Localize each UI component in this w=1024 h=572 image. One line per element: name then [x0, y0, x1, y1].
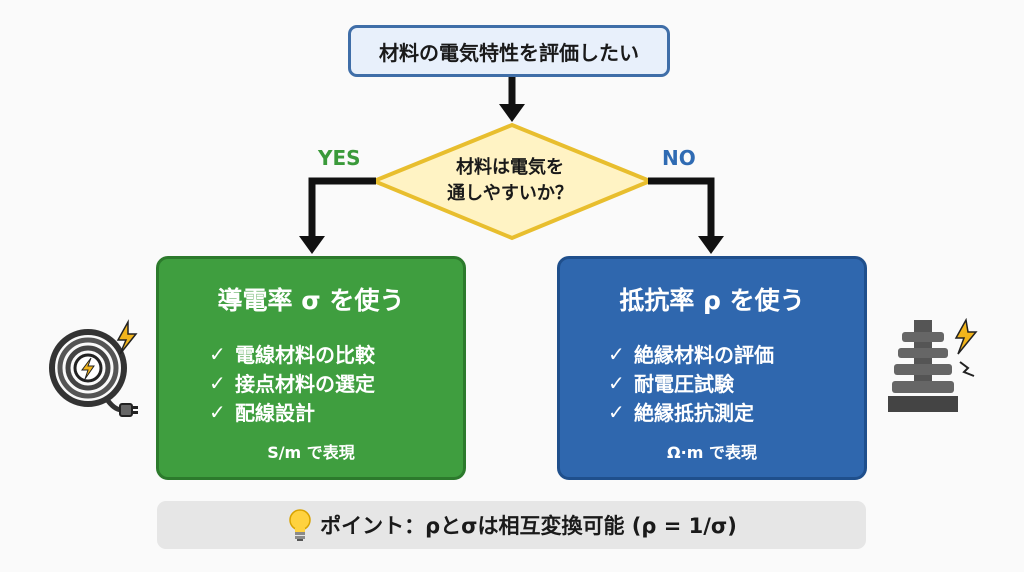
- list-item-label: 配線設計: [235, 401, 315, 425]
- resistivity-card: 抵抗率 ρ を使う ✓ 絶縁材料の評価 ✓ 耐電圧試験 ✓ 絶縁抵抗測定 Ω·m…: [557, 256, 867, 480]
- conductivity-title: 導電率 σ を使う: [217, 286, 405, 315]
- decision-diamond: [368, 122, 656, 241]
- conductivity-list: ✓ 電線材料の比較 ✓ 接点材料の選定 ✓ 配線設計: [209, 339, 375, 426]
- start-label: 材料の電気特性を評価したい: [379, 40, 639, 65]
- list-item: ✓ 配線設計: [209, 397, 375, 426]
- list-item-label: 接点材料の選定: [235, 372, 375, 396]
- check-icon: ✓: [608, 341, 625, 366]
- check-icon: ✓: [209, 341, 226, 366]
- no-label: NO: [662, 146, 696, 170]
- list-item-label: 電線材料の比較: [235, 343, 375, 367]
- list-item-label: 耐電圧試験: [634, 372, 734, 396]
- list-item: ✓ 絶縁材料の評価: [608, 339, 774, 368]
- arrow-no-branch: [648, 177, 715, 240]
- check-icon: ✓: [209, 370, 226, 395]
- list-item-label: 絶縁抵抗測定: [634, 401, 754, 425]
- arrowhead-no: [698, 236, 724, 254]
- list-item: ✓ 耐電圧試験: [608, 368, 774, 397]
- resistivity-title: 抵抗率 ρ を使う: [619, 286, 805, 315]
- yes-label: YES: [318, 146, 361, 170]
- decision-node: 材料は電気を 通しやすいか？: [410, 150, 610, 212]
- start-node: 材料の電気特性を評価したい: [348, 25, 670, 77]
- resistivity-unit: Ω·m で表現: [667, 443, 757, 462]
- decision-line-2: 通しやすいか？: [447, 183, 573, 204]
- check-icon: ✓: [209, 399, 226, 424]
- arrowhead-start: [499, 104, 525, 122]
- lightbulb-icon: [289, 509, 311, 541]
- conductivity-card: 導電率 σ を使う ✓ 電線材料の比較 ✓ 接点材料の選定 ✓ 配線設計 S/m…: [156, 256, 466, 480]
- resistivity-list: ✓ 絶縁材料の評価 ✓ 耐電圧試験 ✓ 絶縁抵抗測定: [608, 339, 774, 426]
- conductivity-unit: S/m で表現: [267, 443, 355, 462]
- list-item-label: 絶縁材料の評価: [634, 343, 774, 367]
- list-item: ✓ 電線材料の比較: [209, 339, 375, 368]
- point-text: ポイント：ρとσは相互変換可能 (ρ = 1/σ): [320, 514, 737, 538]
- arrow-yes-branch: [308, 177, 376, 240]
- arrowhead-yes: [299, 236, 325, 254]
- cable-coil-icon: [49, 319, 138, 417]
- check-icon: ✓: [608, 370, 625, 395]
- list-item: ✓ 接点材料の選定: [209, 368, 375, 397]
- point-note: ポイント：ρとσは相互変換可能 (ρ = 1/σ): [157, 501, 866, 549]
- check-icon: ✓: [608, 399, 625, 424]
- decision-line-1: 材料は電気を: [456, 157, 564, 178]
- insulator-icon: [888, 318, 978, 412]
- list-item: ✓ 絶縁抵抗測定: [608, 397, 774, 426]
